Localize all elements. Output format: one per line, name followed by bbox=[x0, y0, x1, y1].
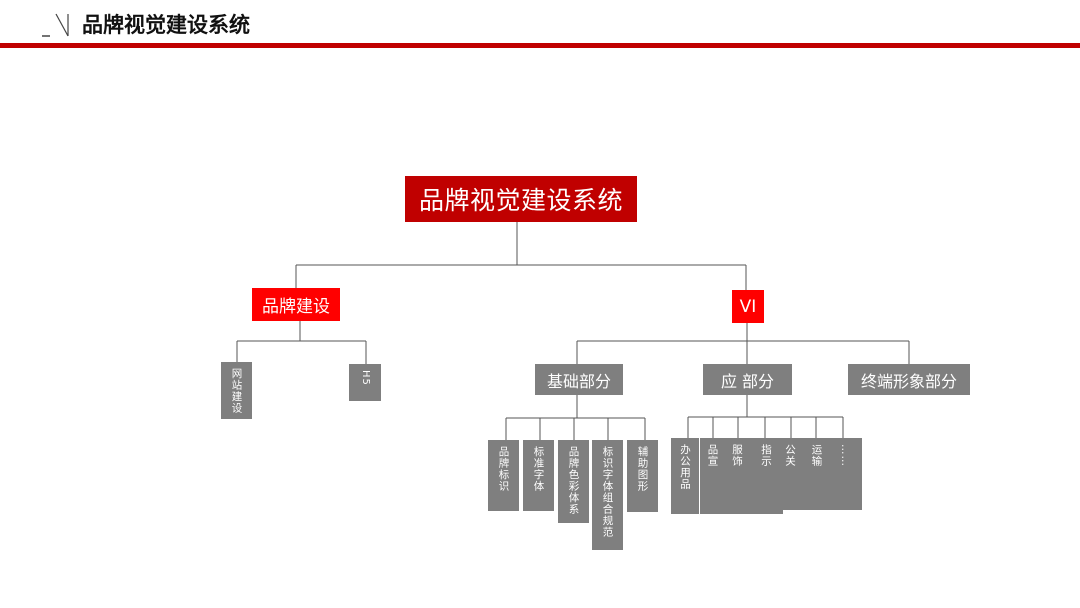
node-promotion: 品宣 bbox=[700, 438, 725, 514]
node-vi: VI bbox=[732, 290, 764, 323]
node-terminal-image-part: 终端形象部分 bbox=[848, 364, 970, 395]
node-more: …… bbox=[828, 438, 862, 510]
slide-header: 品牌视觉建设系统 bbox=[0, 0, 1080, 50]
page-title: 品牌视觉建设系统 bbox=[82, 13, 250, 37]
node-logo-font-combination: 标识字体组合规范 bbox=[592, 440, 623, 550]
node-website: 网站建设 bbox=[221, 362, 252, 419]
node-brand-logo: 品牌标识 bbox=[488, 440, 519, 511]
node-h5: H5 bbox=[349, 364, 381, 401]
corner-slash-icon bbox=[42, 13, 69, 37]
node-auxiliary-graphics: 辅助图形 bbox=[627, 440, 658, 512]
node-brand-color-system: 品牌色彩体系 bbox=[558, 440, 589, 523]
header-divider bbox=[0, 43, 1080, 48]
node-application-part: 应 部分 bbox=[703, 364, 792, 395]
root-node: 品牌视觉建设系统 bbox=[405, 176, 637, 222]
node-basic-part: 基础部分 bbox=[535, 364, 623, 395]
node-standard-font: 标准字体 bbox=[523, 440, 554, 511]
node-brand-building: 品牌建设 bbox=[252, 288, 340, 321]
node-apparel: 服饰 bbox=[725, 438, 749, 514]
node-transport: 运输 bbox=[800, 438, 833, 510]
node-office-supplies: 办公用品 bbox=[671, 438, 699, 514]
